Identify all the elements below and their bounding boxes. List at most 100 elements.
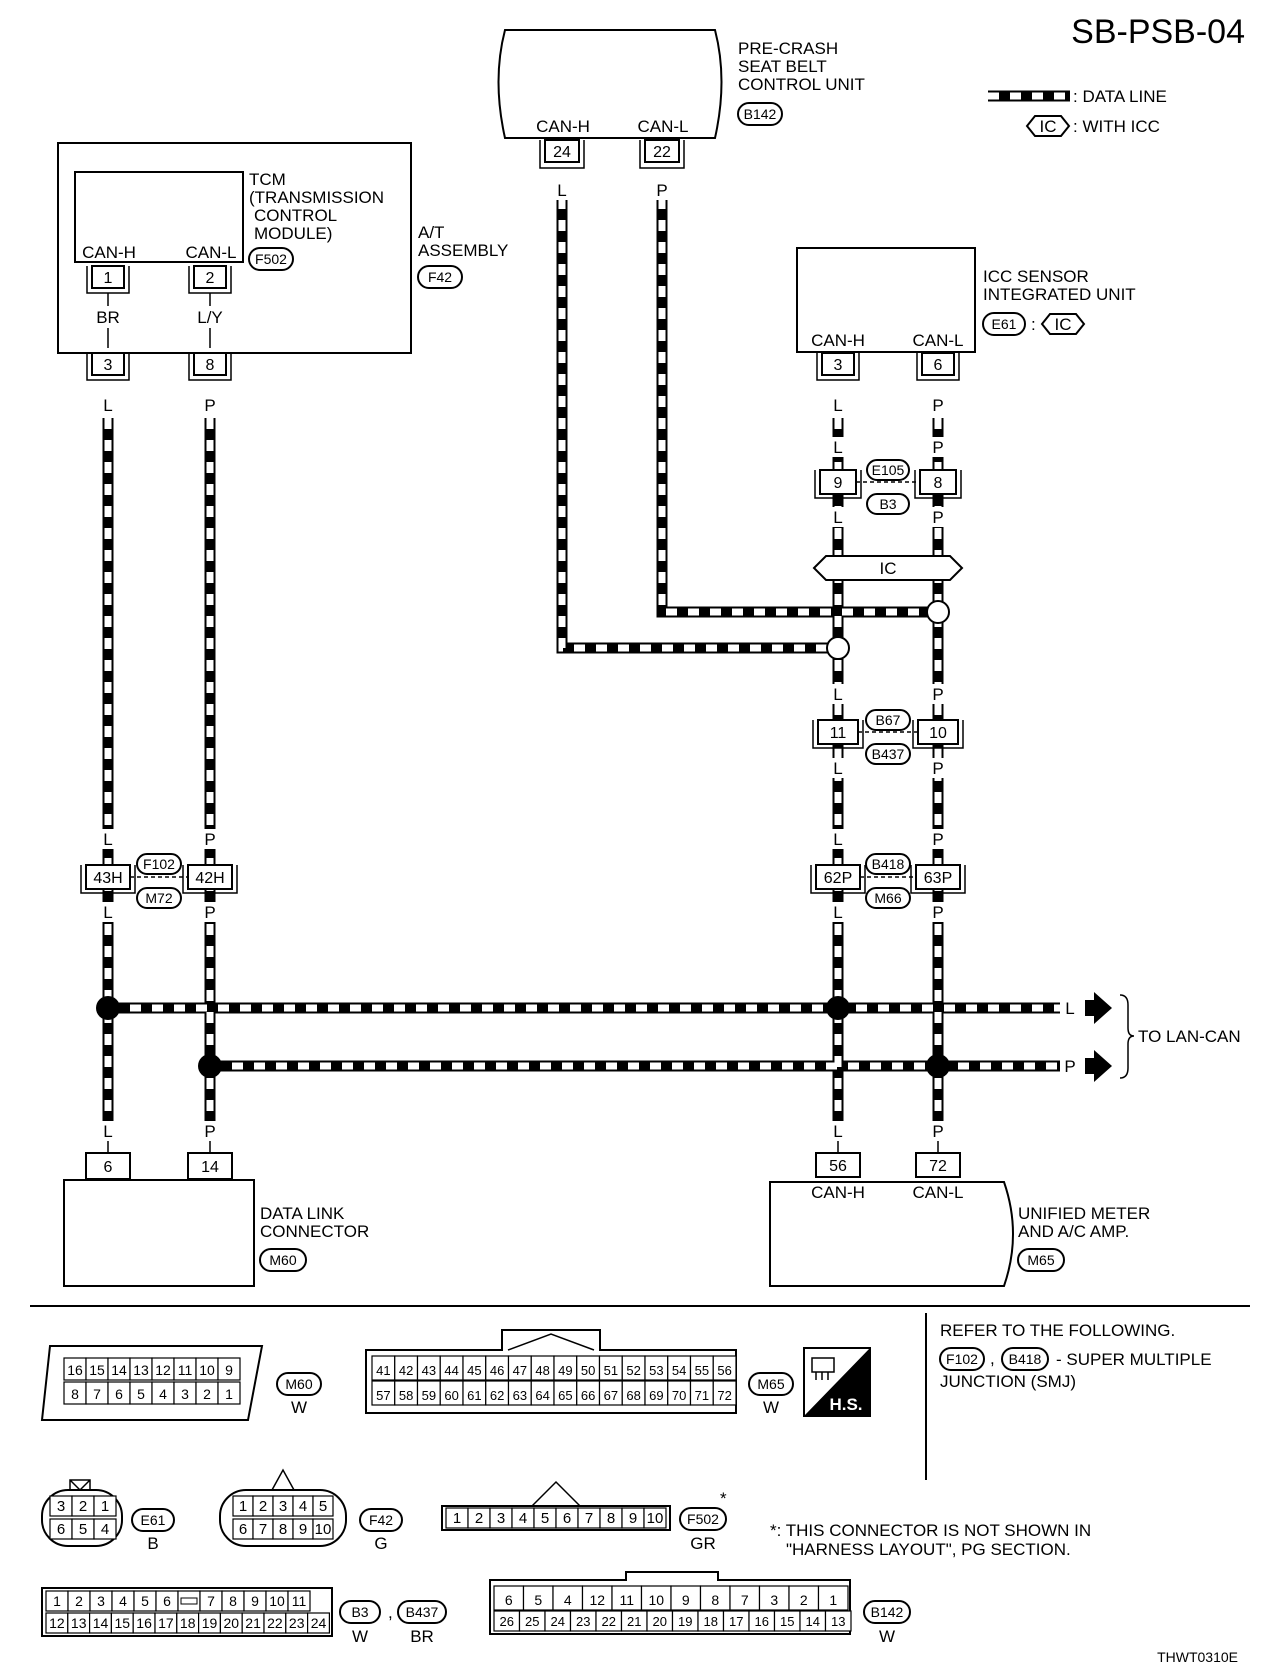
- pin-number: 50: [581, 1363, 595, 1378]
- f502-id: F502: [687, 1511, 719, 1527]
- b418-color-l-bg: [928, 902, 948, 922]
- b67-conn-bottom-shape: [865, 743, 911, 765]
- pin-number: 10: [648, 1592, 664, 1608]
- joint-b418-m66: 62P 63P B418 M66 L P L P: [810, 829, 966, 922]
- pin-number: 54: [672, 1363, 686, 1378]
- pin-number: 63: [513, 1388, 527, 1403]
- tcm-conn: F502: [255, 251, 287, 267]
- f102-pin-l-box: [187, 864, 233, 890]
- pin-number: 7: [93, 1386, 101, 1402]
- pin-cell: [312, 1495, 334, 1517]
- pin-number: 2: [75, 1593, 83, 1609]
- tcm-pin-h-box: [91, 265, 125, 289]
- wiring: [102, 198, 1078, 1128]
- hs-badge: H.S.: [803, 1347, 871, 1417]
- f502-color: GR: [690, 1534, 716, 1553]
- hs-badge-label: H.S.: [829, 1395, 862, 1414]
- pin-number: 47: [513, 1363, 527, 1378]
- joint-e105-b3: 9 8 E105 B3 L P L P: [814, 437, 962, 527]
- at-assembly-1: A/T: [418, 223, 444, 242]
- pin-number: 5: [141, 1593, 149, 1609]
- dlc-color-h: L: [103, 1122, 112, 1141]
- pin-number: 4: [299, 1498, 307, 1515]
- connector-pictogram-icon: [811, 1357, 835, 1380]
- pin-number: 24: [551, 1614, 565, 1629]
- pin-cell: [552, 1585, 584, 1611]
- pin-number: 14: [93, 1615, 109, 1631]
- pin-cell: [522, 1585, 554, 1611]
- pin-number: 56: [717, 1363, 731, 1378]
- pin-cell: [824, 1610, 852, 1632]
- pin-number: 10: [199, 1362, 215, 1378]
- b67-color-l-top-bg: [928, 684, 948, 704]
- splice-dot-1: [96, 996, 120, 1020]
- icc-color-l: P: [932, 396, 943, 415]
- icc-ic-tag-icon: [1040, 313, 1086, 335]
- pin-number: 46: [490, 1363, 504, 1378]
- pin-cell: [493, 1585, 525, 1611]
- pin-number: 41: [376, 1363, 390, 1378]
- pin-number: 8: [279, 1521, 287, 1538]
- at-pin-h-bracket: [86, 353, 130, 381]
- tcm-assembly: TCM (TRANSMISSION CONTROL MODULE) F502 A…: [57, 142, 508, 415]
- dlc-pin-h: 6: [104, 1159, 113, 1176]
- pin-number: 1: [101, 1498, 109, 1515]
- precrash-pin-l: 22: [653, 144, 671, 161]
- splice-open-can-h: [826, 636, 850, 660]
- ic-tag-icon: [1025, 115, 1071, 137]
- pin-number: 13: [133, 1362, 149, 1378]
- meter-can-h-label: CAN-H: [811, 1183, 865, 1202]
- e105-color-l-bg: [928, 507, 948, 527]
- f102-color-h-top: L: [103, 830, 112, 849]
- meter-color-l-bg: [928, 1121, 948, 1141]
- pin-number: 25: [525, 1614, 539, 1629]
- tcm-title-4: MODULE): [254, 224, 332, 243]
- b142-color: W: [879, 1627, 895, 1646]
- b418-color-l: P: [932, 903, 943, 922]
- f102-color-l-top: P: [204, 830, 215, 849]
- b418-conn-bottom-shape: [865, 887, 911, 909]
- joint-b67-b437: L P 11 10 B67 B437 L P: [812, 684, 964, 778]
- pin-number: 20: [224, 1615, 240, 1631]
- precrash-title-3: CONTROL UNIT: [738, 75, 865, 94]
- pin-number: 4: [519, 1510, 527, 1527]
- refer-line-1: REFER TO THE FOLLOWING.: [940, 1321, 1175, 1340]
- f102-color-l: P: [204, 903, 215, 922]
- icc-color-h: L: [833, 396, 842, 415]
- pin-number: 12: [49, 1615, 65, 1631]
- pin-number: 3: [97, 1593, 105, 1609]
- e105-pin-h-bracket: [814, 470, 862, 499]
- pin-number: 11: [292, 1593, 307, 1609]
- lan-l-label: L: [1065, 999, 1074, 1018]
- meter-color-h-bg: [828, 1121, 848, 1141]
- tcm-pin-h: 1: [104, 270, 113, 287]
- pin-cell: [217, 1381, 241, 1405]
- m65-id-shape: [748, 1372, 794, 1396]
- b418-pin-h-bracket: [810, 865, 866, 894]
- pin-number: 9: [299, 1521, 307, 1538]
- at-pin-l-bracket: [188, 353, 232, 381]
- icc-pin-h: 3: [834, 357, 843, 374]
- refer-note: REFER TO THE FOLLOWING. F102 , B418 - SU…: [939, 1321, 1212, 1391]
- precrash-color-l-bg: [652, 180, 672, 200]
- splice-dot-4: [926, 1054, 950, 1078]
- tcm-title-3: CONTROL: [254, 206, 337, 225]
- refer-line-3: JUNCTION (SMJ): [940, 1372, 1076, 1391]
- m65-color: W: [763, 1398, 779, 1417]
- precrash-can-h-label: CAN-H: [536, 117, 590, 136]
- page-code: SB-PSB-04: [1071, 13, 1245, 51]
- f102-color-h: L: [103, 903, 112, 922]
- pin-number: 3: [770, 1592, 778, 1608]
- to-lan-can: L P TO LAN-CAN: [1060, 992, 1241, 1082]
- pin-number: 6: [163, 1593, 171, 1609]
- ic-bar-shape: [812, 555, 964, 581]
- tcm-outline: [74, 171, 244, 263]
- pin-cell: [93, 1518, 117, 1540]
- pin-number: 4: [564, 1592, 572, 1608]
- pin-number: 69: [649, 1388, 663, 1403]
